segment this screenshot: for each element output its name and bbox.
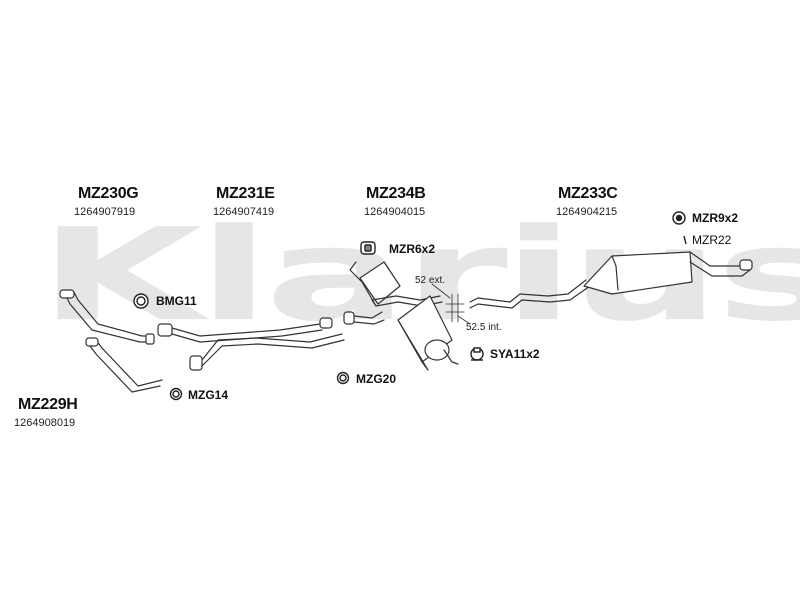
assembly-code: MZ229H: [18, 396, 78, 413]
gasket-mzg14-icon: [169, 387, 183, 401]
fitting-label: MZG20: [356, 372, 397, 386]
fitting-label: MZR22: [692, 233, 732, 247]
front-silencer-mz234b: [343, 261, 459, 371]
assembly-number: 1264907919: [74, 206, 136, 218]
assembly-code: MZ233C: [558, 185, 618, 202]
front-downpipe-mz229h: [59, 289, 163, 393]
fitting-label: SYA11x2: [490, 347, 540, 361]
rear-silencer-mz233c: [469, 251, 753, 309]
assembly-code: MZ231E: [216, 185, 275, 202]
small-mount-icon: [683, 235, 687, 245]
rubber-mount-icon: [672, 211, 686, 225]
gasket-mzg20-icon: [336, 371, 350, 385]
assembly-number: 1264908019: [14, 417, 76, 429]
fitting-label: MZG14: [188, 388, 229, 402]
fitting-label: BMG11: [156, 294, 197, 308]
gasket-bmg11-icon: [133, 293, 149, 309]
assembly-number: 1264904215: [556, 206, 618, 218]
fitting-label: MZR6x2: [389, 242, 436, 256]
dimension-marks: [431, 283, 471, 325]
fitting-label: MZR9x2: [692, 211, 739, 225]
intermediate-pipe-mz231e: [157, 317, 345, 371]
assembly-code: MZ234B: [366, 185, 426, 202]
assembly-code: MZ230G: [78, 185, 139, 202]
mount-rubber-mzr6-icon: [360, 241, 376, 255]
assembly-number: 1264904015: [364, 206, 426, 218]
clamp-sya11-icon: [470, 347, 484, 361]
assembly-number: 1264907419: [213, 206, 275, 218]
dimension-label-ext: 52 ext.: [415, 275, 446, 286]
dimension-label-int: 52.5 int.: [466, 322, 502, 333]
